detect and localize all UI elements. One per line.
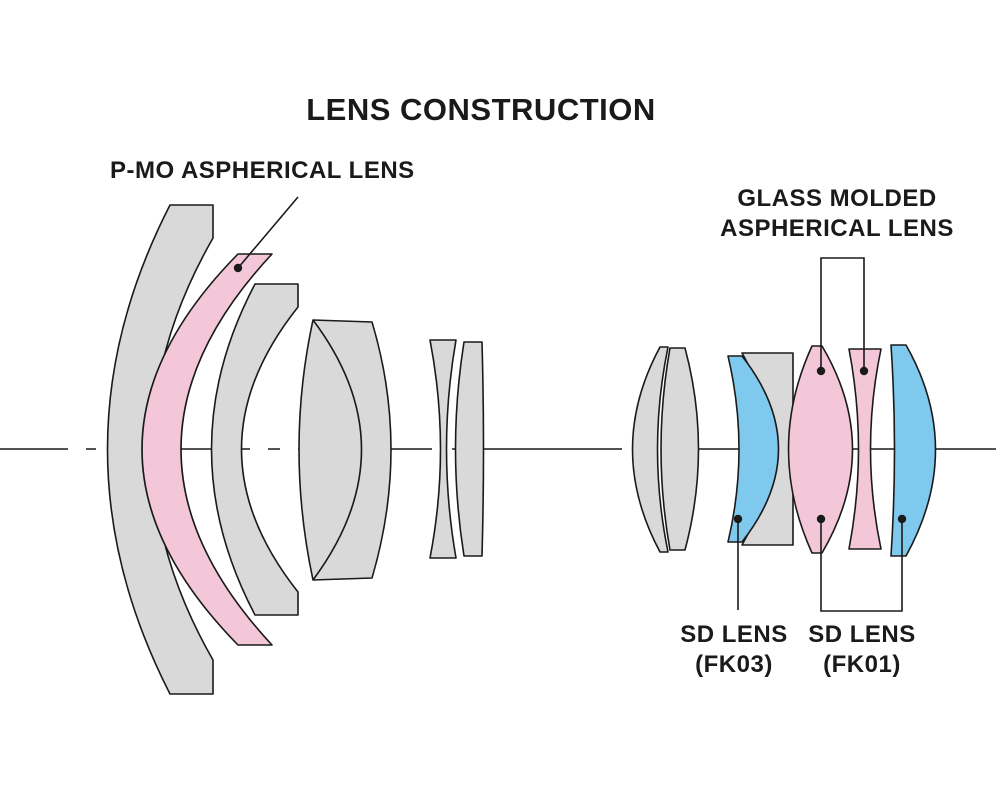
sd-lens-fk01-label: SD LENS (FK01) [786, 620, 938, 680]
glass-molded-aspherical-element-1 [787, 345, 854, 554]
glass-molded-dot-1 [816, 366, 826, 376]
sd-fk01-bracket [820, 519, 903, 612]
sd-lens-fk03-label: SD LENS (FK03) [658, 620, 810, 680]
glass-molded-label-line2: ASPHERICAL LENS [720, 215, 954, 242]
sd-lens-fk01-element [890, 344, 937, 557]
glass-molded-dot-2 [859, 366, 869, 376]
pmo-aspherical-element [141, 253, 273, 646]
lens-element-5 [429, 339, 457, 559]
lens-element-7 [631, 346, 669, 553]
lens-element-8 [660, 347, 700, 551]
sd-lens-fk03-element [727, 355, 780, 543]
lens-element-3 [210, 283, 299, 616]
glass-molded-label-line1: GLASS MOLDED [737, 185, 937, 212]
cemented-interface [312, 319, 363, 581]
sd-fk03-leader-dot [733, 514, 743, 524]
sd-fk01-label-line2: (FK01) [823, 651, 901, 678]
sd-fk03-label-line1: SD LENS [680, 621, 788, 648]
lens-element-4 [298, 319, 392, 581]
lens-element-6 [454, 341, 485, 557]
glass-molded-bracket [820, 257, 865, 371]
pmo-leader-line [237, 196, 299, 269]
sd-fk01-dot-1 [816, 514, 826, 524]
sd-fk01-label-line1: SD LENS [808, 621, 916, 648]
glass-molded-aspherical-element-2 [848, 348, 882, 550]
diagram-title: LENS CONSTRUCTION [306, 92, 656, 127]
sd-fk03-label-line2: (FK03) [695, 651, 773, 678]
glass-molded-label: GLASS MOLDED ASPHERICAL LENS [700, 184, 974, 244]
pmo-aspherical-label: P-MO ASPHERICAL LENS [110, 157, 415, 184]
pmo-leader-dot [233, 263, 243, 273]
sd-fk01-dot-2 [897, 514, 907, 524]
